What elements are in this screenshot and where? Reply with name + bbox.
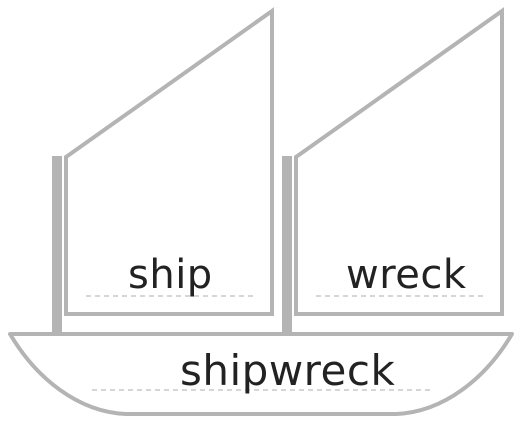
right-mast	[282, 156, 292, 334]
left-mast	[52, 156, 62, 334]
right-sail-word: wreck	[346, 255, 467, 295]
hull-compound-word: shipwreck	[180, 350, 395, 392]
left-sail-word: ship	[128, 255, 213, 295]
